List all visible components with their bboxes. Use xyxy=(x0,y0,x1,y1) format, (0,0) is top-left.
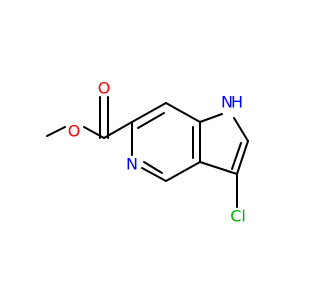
bond-lines xyxy=(46,96,249,208)
bond-ring-c7-c7a xyxy=(165,102,201,123)
atom-label-pyridine-nitrogen: N xyxy=(126,155,138,174)
bond-ring-c3-c3a xyxy=(199,161,238,175)
bond-ring-c6-c7-inner xyxy=(137,112,165,129)
atom-label-pyrrole-hydrogen: H xyxy=(231,93,243,112)
atom-label-pyrrole-nitrogen: N xyxy=(221,93,233,112)
bond-methyl-oxygen xyxy=(46,126,66,137)
bond-ring-c4-n5-inner xyxy=(143,161,163,174)
atom-label-ester-oxygen: O xyxy=(68,122,81,141)
bond-ring-c4-n5 xyxy=(141,167,167,182)
atom-label-carbonyl-oxygen: O xyxy=(98,79,111,98)
bond-ring-c2-c3-inner xyxy=(231,142,242,170)
atom-labels: O O N N H Cl xyxy=(68,79,246,226)
molecule-svg: O O N N H Cl xyxy=(46,79,249,226)
bond-ring-c6-c7 xyxy=(131,102,167,123)
bond-ring-c2-c3 xyxy=(236,140,249,175)
bond-ring-c7a-n1 xyxy=(199,113,223,123)
bond-carbonyl-ring xyxy=(103,121,133,139)
bond-ring-c3a-c4 xyxy=(165,161,201,182)
bond-ring-n1-c2 xyxy=(233,117,249,142)
atom-label-chlorine: Cl xyxy=(230,207,246,226)
molecule-structure-diagram: O O N N H Cl xyxy=(46,79,249,226)
